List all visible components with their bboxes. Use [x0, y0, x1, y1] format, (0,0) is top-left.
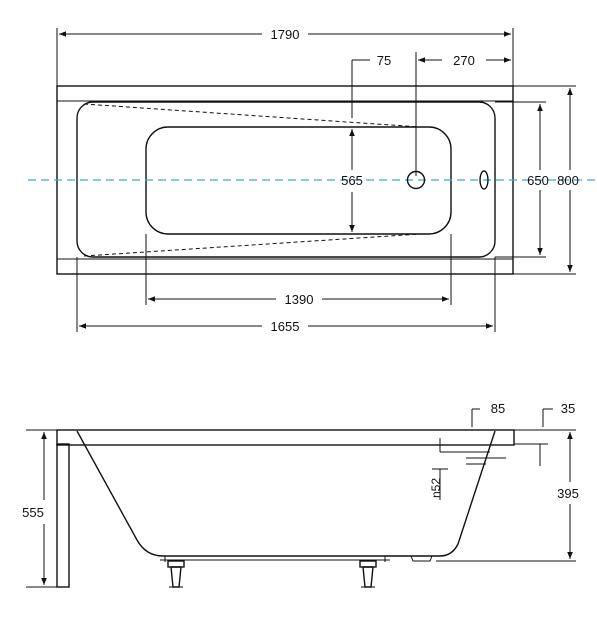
tub-body-outline	[76, 430, 496, 557]
dim-35: 35	[561, 401, 575, 416]
dim-85: 85	[491, 401, 505, 416]
dim-1655: 1655	[271, 319, 300, 334]
dim-1390: 1390	[285, 292, 314, 307]
top-view: 1790 75 270 565 650 800 1390	[28, 27, 597, 334]
dim-270: 270	[453, 53, 475, 68]
right-foot	[359, 560, 377, 588]
dim-75: 75	[377, 53, 391, 68]
inner-tub-outline	[76, 101, 496, 258]
apron-panel	[56, 443, 70, 588]
overflow-icon	[479, 170, 489, 190]
slope-dashed-bottom	[83, 233, 421, 257]
dim-overall-length: 1790	[271, 27, 300, 42]
dim-overflow: n52	[429, 478, 443, 498]
left-foot	[167, 560, 185, 588]
side-view: 555 85 35 n52 395	[22, 401, 579, 588]
dim-650: 650	[527, 173, 549, 188]
dim-555: 555	[22, 505, 44, 520]
dim-395: 395	[557, 486, 579, 501]
slope-dashed-top	[83, 103, 421, 128]
dim-inner-width: 565	[341, 173, 363, 188]
dim-800: 800	[557, 173, 579, 188]
side-rim	[56, 429, 515, 446]
